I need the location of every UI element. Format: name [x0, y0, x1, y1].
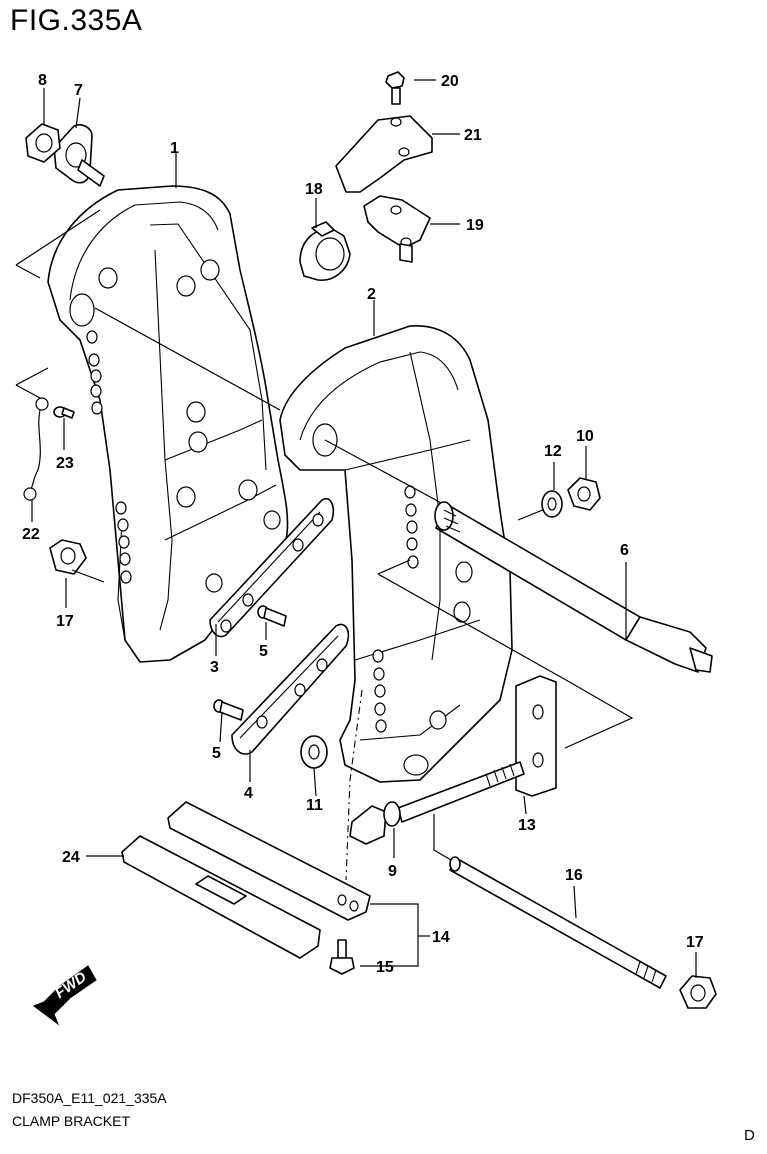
callout-labels: 8 7 1 20 21 18 19 2 23 22 17 3 5 5 4 11 … [22, 72, 704, 976]
callout-4: 4 [244, 785, 253, 802]
callout-21: 21 [464, 127, 482, 144]
bolt-20 [385, 71, 405, 105]
callout-5-lower: 5 [212, 745, 221, 762]
callout-2: 2 [367, 286, 376, 303]
tilt-pin-holes-left [86, 330, 132, 584]
plate-24 [121, 835, 321, 959]
plate-lower [231, 623, 350, 755]
callout-1: 1 [170, 140, 179, 157]
callout-23: 23 [56, 455, 74, 472]
leader-lines [31, 79, 697, 978]
tilt-pin-holes-right [372, 485, 419, 733]
callout-11: 11 [306, 797, 323, 814]
diagram-code: DF350A_E11_021_335A [12, 1090, 167, 1106]
callout-15: 15 [376, 959, 394, 976]
washer-12 [541, 490, 563, 518]
callout-5-upper: 5 [259, 643, 268, 660]
figure-title: FIG.335A [10, 4, 143, 37]
plate-upper [209, 498, 335, 638]
callout-14: 14 [432, 929, 450, 946]
callout-22: 22 [22, 526, 40, 543]
diagram-name: CLAMP BRACKET [12, 1113, 130, 1129]
callout-9: 9 [388, 863, 397, 880]
clamp-bracket-right [279, 325, 513, 783]
bushing [299, 221, 351, 281]
callout-24: 24 [62, 849, 80, 866]
screw-upper [257, 605, 287, 627]
callout-3: 3 [210, 659, 219, 676]
nut-top-left [25, 123, 61, 163]
bolt-9 [349, 761, 525, 845]
callout-17-right: 17 [686, 934, 704, 951]
bolt-15 [329, 939, 355, 975]
tilt-tube [434, 501, 713, 673]
screw-23 [53, 406, 75, 419]
plate-14 [167, 801, 371, 921]
callout-8: 8 [38, 72, 47, 89]
callout-16: 16 [565, 867, 583, 884]
washer-11 [300, 735, 328, 769]
callout-13: 13 [518, 817, 536, 834]
page-letter: D [744, 1127, 755, 1144]
fwd-arrow: FWD [32, 965, 97, 1026]
callout-6: 6 [620, 542, 629, 559]
stopper-plate-13 [515, 675, 557, 797]
gasket-plate [53, 123, 105, 187]
shaft-16 [449, 856, 667, 989]
callout-17-left: 17 [56, 613, 74, 630]
callout-18: 18 [305, 181, 323, 198]
callout-10: 10 [576, 428, 594, 445]
callout-7: 7 [74, 82, 83, 99]
callout-12: 12 [544, 443, 562, 460]
cover-21 [335, 115, 433, 193]
screw-lower [213, 699, 244, 721]
nut-left-17 [49, 539, 87, 575]
ground-wire [23, 397, 49, 501]
nut-right-17 [679, 975, 717, 1009]
bracket-19 [363, 195, 431, 263]
callout-20: 20 [441, 73, 459, 90]
nut-10 [567, 477, 601, 511]
callout-19: 19 [466, 217, 484, 234]
